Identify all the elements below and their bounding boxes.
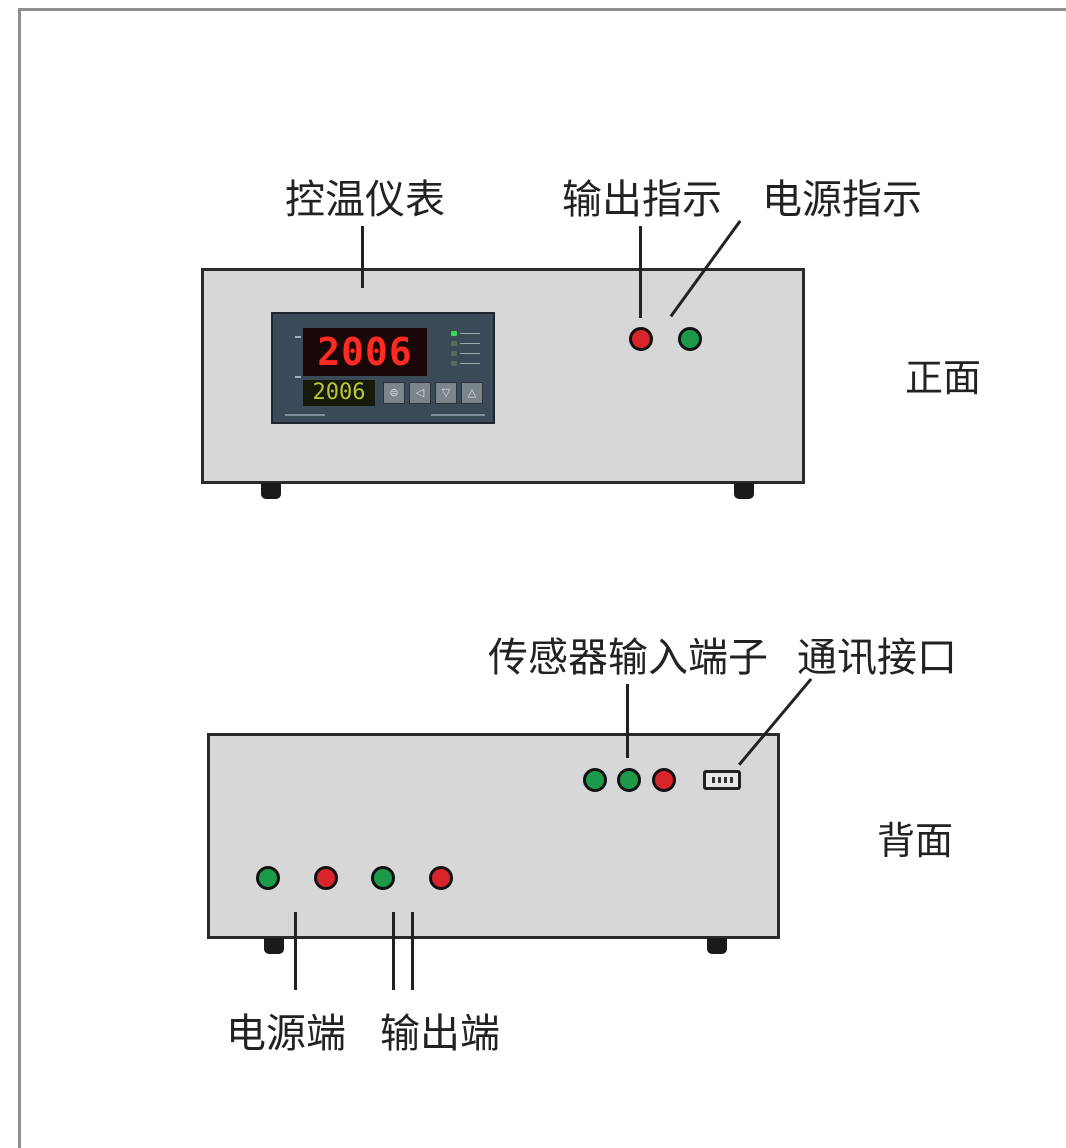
up-key[interactable]: △ [461, 382, 483, 404]
meter-leader-line [361, 226, 364, 288]
meter-bottom-strip [281, 412, 485, 418]
back-foot-right [707, 938, 727, 954]
figure-frame [18, 8, 1066, 1148]
front-foot-right [734, 483, 754, 499]
output-indicator-led [629, 327, 653, 351]
back-panel [207, 733, 780, 939]
output-terminal-leader-line-1 [392, 912, 395, 990]
output-indicator-leader-line [639, 226, 642, 318]
sv-display: 2006 [303, 380, 375, 406]
temperature-controller-meter: 2006 2006 ⊜ ◁ ▽ △ [271, 312, 495, 424]
sensor-terminal-2 [617, 768, 641, 792]
power-terminal-label: 电源端 [226, 1011, 346, 1057]
front-foot-left [261, 483, 281, 499]
power-indicator-label: 电源指示 [762, 177, 922, 223]
power-terminal-leader-line [294, 912, 297, 990]
output-indicator-label: 输出指示 [562, 177, 722, 223]
sv-marker [295, 376, 301, 378]
sensor-input-leader-line [626, 684, 629, 758]
shift-key[interactable]: ◁ [409, 382, 431, 404]
meter-label: 控温仪表 [285, 177, 445, 223]
output-terminal-leader-line-2 [411, 912, 414, 990]
status-led-3 [451, 350, 487, 357]
set-key[interactable]: ⊜ [383, 382, 405, 404]
power-terminal-green [256, 866, 280, 890]
pv-marker [295, 336, 301, 338]
status-led-2 [451, 340, 487, 347]
down-key[interactable]: ▽ [435, 382, 457, 404]
comm-port [703, 770, 741, 790]
sensor-terminal-1 [583, 768, 607, 792]
front-side-label: 正面 [905, 356, 982, 400]
output-terminal-red [429, 866, 453, 890]
sensor-terminal-3 [652, 768, 676, 792]
comm-port-label: 通讯接口 [797, 635, 957, 681]
power-terminal-red [314, 866, 338, 890]
back-side-label: 背面 [877, 819, 954, 863]
output-terminal-label: 输出端 [380, 1011, 500, 1057]
output-terminal-green [371, 866, 395, 890]
sensor-input-label: 传感器输入端子 [488, 635, 768, 681]
status-led-4 [451, 360, 487, 367]
pv-display: 2006 [303, 328, 427, 376]
power-indicator-led [678, 327, 702, 351]
status-led-1 [451, 330, 487, 337]
back-foot-left [264, 938, 284, 954]
